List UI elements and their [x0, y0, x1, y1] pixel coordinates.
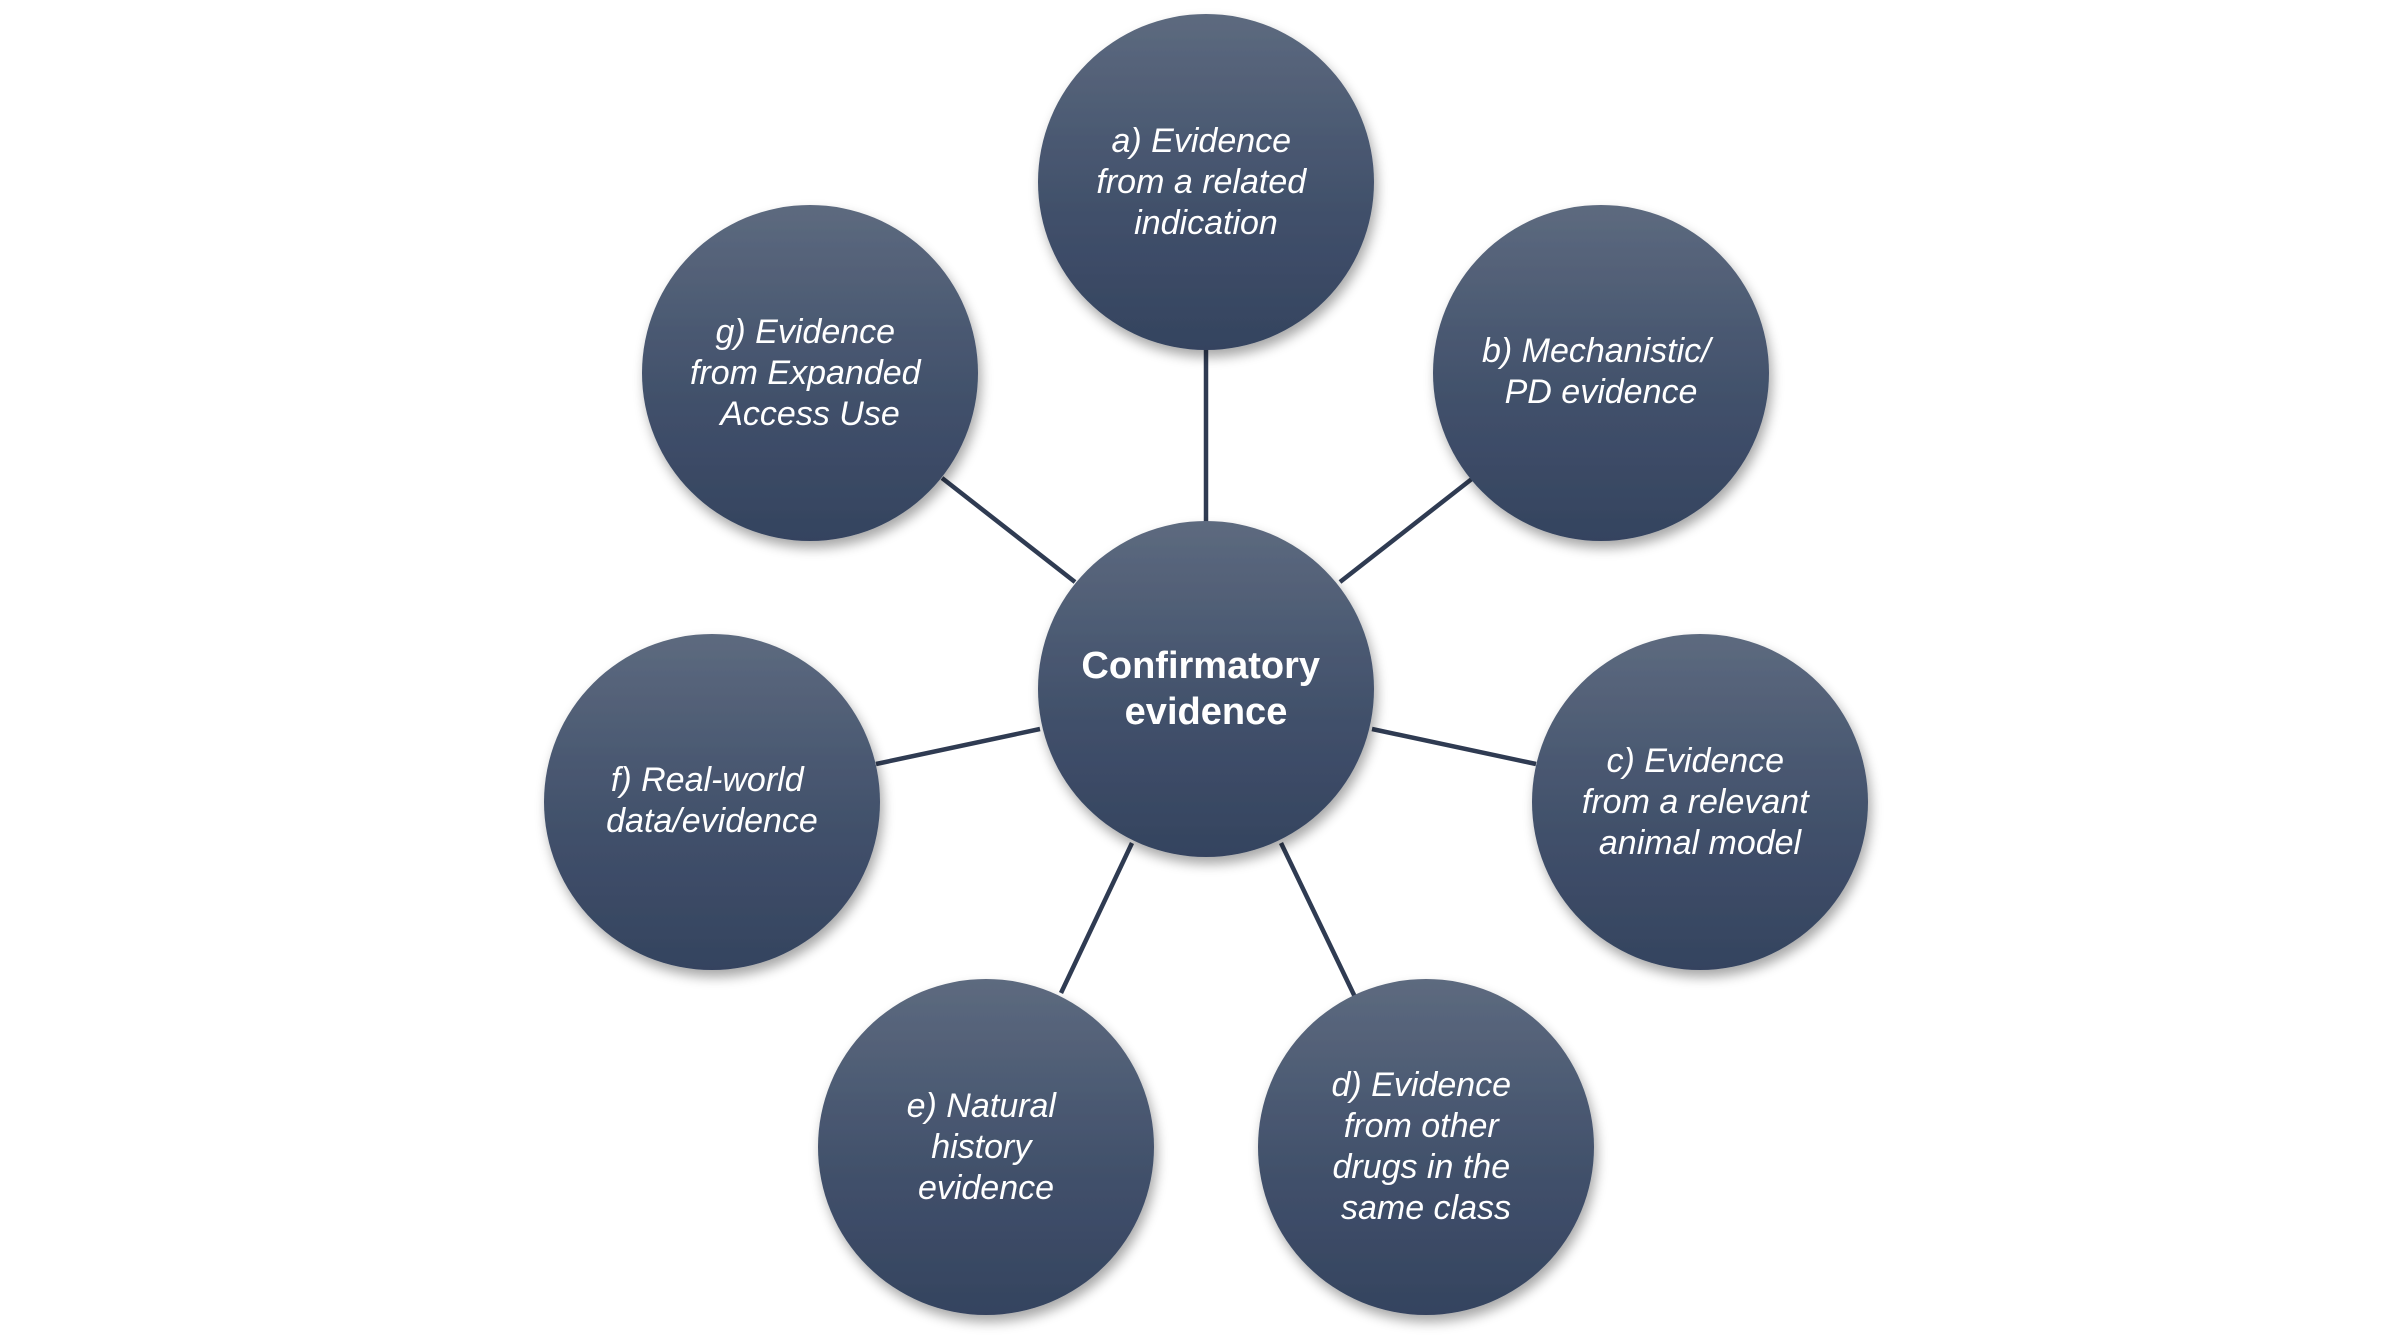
node-g-line-2: from Expanded — [690, 354, 922, 392]
node-e-line-3: evidence — [918, 1169, 1054, 1207]
node-d-line-1: d) Evidence — [1332, 1066, 1512, 1104]
node-b-line-1: b) Mechanistic/ — [1482, 332, 1714, 370]
node-g-line-3: Access Use — [718, 395, 900, 433]
node-f-circle — [544, 634, 880, 970]
node-e-circle — [818, 979, 1154, 1315]
connector-g — [940, 476, 1077, 584]
connector-c — [1371, 726, 1537, 767]
center-node-label: Confirmatory evidence — [1081, 645, 1330, 733]
node-b-circle — [1433, 205, 1769, 541]
connector-b — [1338, 476, 1475, 584]
node-c-label: c) Evidence from a relevant animal model — [1582, 742, 1818, 862]
center-node-circle — [1038, 521, 1374, 857]
node-g-label: g) Evidence from Expanded Access Use — [690, 313, 930, 433]
node-a-line-1: a) Evidence — [1112, 122, 1292, 160]
node-c: c) Evidence from a relevant animal model — [1532, 634, 1868, 970]
node-c-line-2: from a relevant — [1582, 783, 1810, 821]
node-b-label: b) Mechanistic/ PD evidence — [1482, 332, 1720, 411]
node-d-line-4: same class — [1341, 1189, 1511, 1227]
node-c-line-1: c) Evidence — [1606, 742, 1784, 780]
node-d-circle — [1258, 979, 1594, 1315]
node-g-circle — [642, 205, 978, 541]
connector-f — [875, 726, 1041, 767]
connector-lines — [875, 348, 1537, 998]
node-g: g) Evidence from Expanded Access Use — [642, 205, 978, 541]
node-a-line-2: from a related — [1096, 163, 1307, 201]
node-c-line-3: animal model — [1599, 824, 1803, 862]
node-g-line-1: g) Evidence — [716, 313, 896, 351]
node-c-circle — [1532, 634, 1868, 970]
node-b-line-2: PD evidence — [1505, 373, 1698, 411]
node-a-line-3: indication — [1134, 204, 1278, 242]
node-d: d) Evidence from other drugs in the same… — [1258, 979, 1594, 1315]
center-line-2: evidence — [1125, 691, 1288, 733]
center-node: Confirmatory evidence — [1038, 521, 1374, 857]
node-e-line-1: e) Natural — [907, 1087, 1058, 1125]
center-line-1: Confirmatory — [1081, 645, 1320, 687]
node-f-label: f) Real-world data/evidence — [606, 761, 818, 840]
node-b: b) Mechanistic/ PD evidence — [1433, 205, 1769, 541]
node-e: e) Natural history evidence — [818, 979, 1154, 1315]
node-e-line-2: history — [931, 1128, 1033, 1166]
connector-e — [1058, 842, 1135, 994]
node-f-line-2: data/evidence — [606, 802, 818, 840]
node-e-label: e) Natural history evidence — [907, 1087, 1066, 1207]
node-d-line-2: from other — [1344, 1107, 1501, 1145]
node-f: f) Real-world data/evidence — [544, 634, 880, 970]
node-a: a) Evidence from a related indication — [1038, 14, 1374, 350]
node-a-circle — [1038, 14, 1374, 350]
node-a-label: a) Evidence from a related indication — [1096, 122, 1315, 242]
node-f-line-1: f) Real-world — [611, 761, 805, 799]
node-d-label: d) Evidence from other drugs in the same… — [1332, 1066, 1521, 1227]
node-d-line-3: drugs in the — [1332, 1148, 1510, 1186]
connector-d — [1278, 842, 1358, 998]
